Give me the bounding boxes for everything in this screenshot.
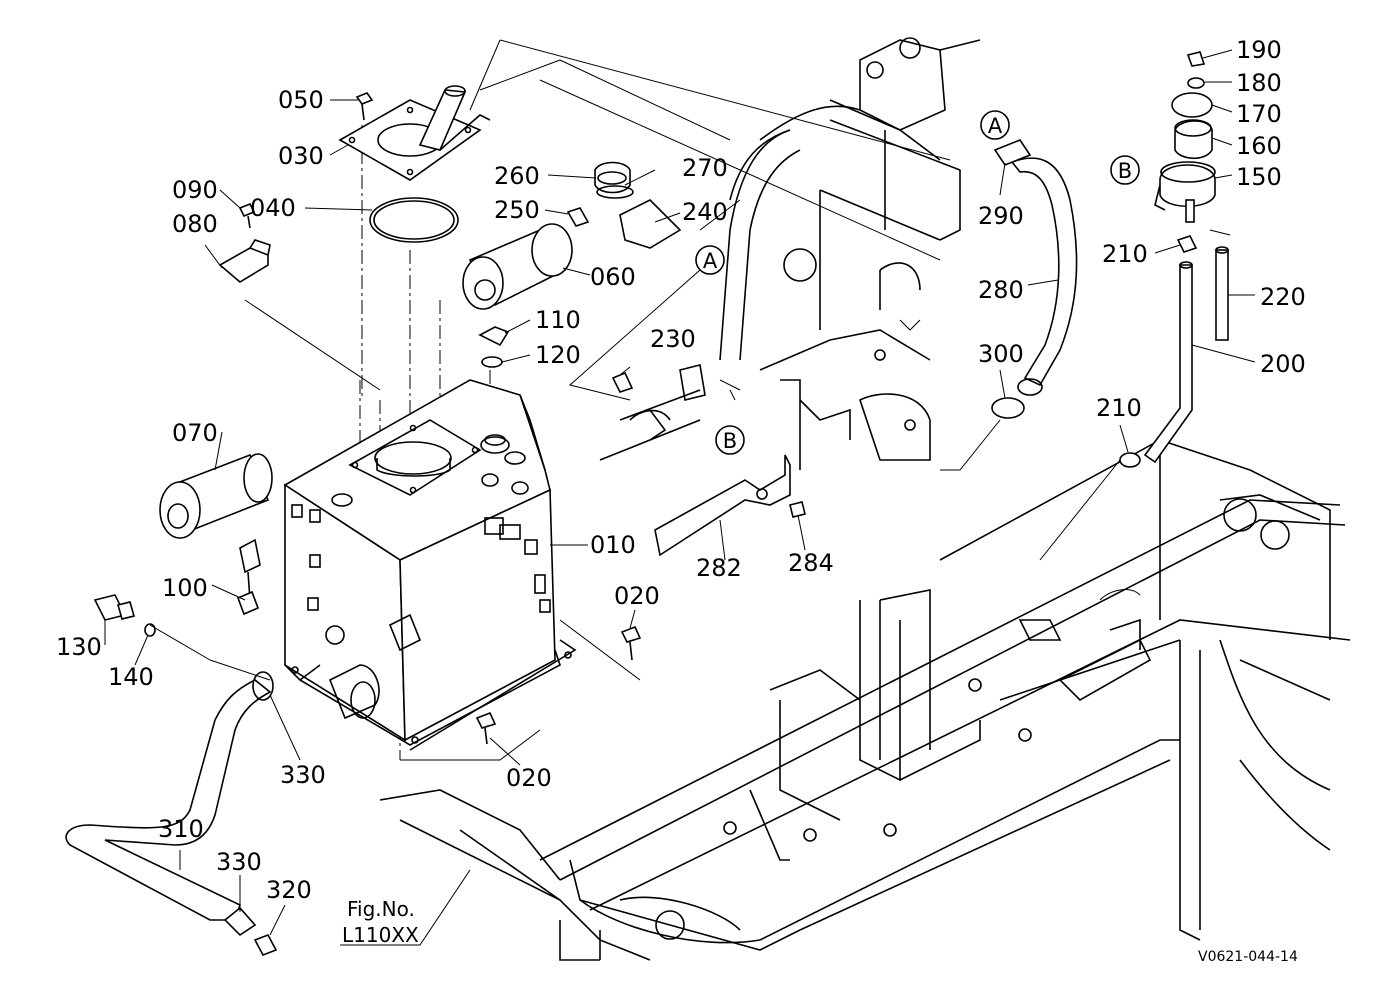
hose-310 <box>65 671 278 957</box>
connector-b-right-label: B <box>1118 159 1132 183</box>
connector-a-right <box>980 110 1010 140</box>
callout-100: 100 <box>162 574 208 602</box>
bolt-020-b <box>475 711 497 745</box>
fig-number: L110XX <box>342 923 419 947</box>
callout-230: 230 <box>650 325 696 353</box>
callout-320: 320 <box>266 876 312 904</box>
callout-140: 140 <box>108 663 154 691</box>
callout-leaders <box>104 49 1256 936</box>
sensor-130 <box>93 594 135 621</box>
washer-180 <box>1187 77 1205 89</box>
bolt-050 <box>355 92 374 121</box>
connector-b-left-label: B <box>723 429 737 453</box>
clamp-300 <box>991 397 1025 419</box>
hose-200 <box>1143 261 1193 464</box>
callout-010: 010 <box>590 531 636 559</box>
callout-070: 070 <box>172 419 218 447</box>
fig-label: Fig.No. <box>347 897 415 921</box>
o-ring-040 <box>369 197 459 243</box>
callout-330-upper: 330 <box>280 761 326 789</box>
callout-110: 110 <box>535 306 581 334</box>
clamp-210-b <box>1119 452 1141 468</box>
callout-190: 190 <box>1236 36 1282 64</box>
callout-180: 180 <box>1236 69 1282 97</box>
callout-280: 280 <box>978 276 1024 304</box>
connector-a-right-label: A <box>988 114 1003 138</box>
callout-310: 310 <box>158 815 204 843</box>
bolt-230 <box>611 371 634 393</box>
callout-170: 170 <box>1236 100 1282 128</box>
callout-200: 200 <box>1260 350 1306 378</box>
connector-markers: A A B B <box>695 110 1140 455</box>
callout-290: 290 <box>978 202 1024 230</box>
callout-270: 270 <box>682 154 728 182</box>
callout-260: 260 <box>494 162 540 190</box>
filler-cover-030 <box>338 85 491 181</box>
callout-080: 080 <box>172 210 218 238</box>
pipe-100 <box>236 538 261 616</box>
bracket-080 <box>218 239 271 283</box>
washer-140 <box>144 623 156 637</box>
bracket-282 <box>654 454 791 557</box>
connector-b-right <box>1110 155 1140 185</box>
filter-070 <box>159 453 273 539</box>
callout-284: 284 <box>788 549 834 577</box>
clamp-290 <box>993 139 1032 166</box>
callout-240: 240 <box>682 198 728 226</box>
figure-reference: Fig.No. L110XX V0621-044-14 <box>340 869 1298 965</box>
callout-160: 160 <box>1236 132 1282 160</box>
hose-280 <box>1010 157 1078 396</box>
callout-020-upper: 020 <box>614 582 660 610</box>
callout-020-lower: 020 <box>506 764 552 792</box>
hydraulic-tank <box>283 379 577 751</box>
callout-090: 090 <box>172 176 218 204</box>
callout-050: 050 <box>278 86 324 114</box>
callout-130: 130 <box>56 633 102 661</box>
pipe-220 <box>1215 246 1229 341</box>
clamp-210-a <box>1176 235 1198 253</box>
connector-a-left <box>695 245 725 275</box>
callout-210-upper: 210 <box>1102 240 1148 268</box>
sensor-assembly-240 <box>566 161 682 249</box>
callout-030: 030 <box>278 142 324 170</box>
callout-330-lower: 330 <box>216 848 262 876</box>
drawing-code: V0621-044-14 <box>1198 949 1298 965</box>
bolt-020-a <box>620 625 642 661</box>
callout-060: 060 <box>590 263 636 291</box>
callout-120: 120 <box>535 341 581 369</box>
o-ring-120 <box>481 356 503 368</box>
bolt-284 <box>789 501 806 518</box>
reservoir-150 <box>1154 161 1216 223</box>
cap-170 <box>1171 92 1213 118</box>
cap-160 <box>1174 119 1213 160</box>
bolt-190 <box>1186 51 1206 67</box>
bolt-090 <box>238 202 256 229</box>
callout-150: 150 <box>1236 163 1282 191</box>
filter-060 <box>462 223 573 310</box>
tractor-frame <box>379 37 1351 961</box>
callout-282: 282 <box>696 554 742 582</box>
adapter-110 <box>478 326 510 347</box>
callout-250: 250 <box>494 196 540 224</box>
callout-300: 300 <box>978 340 1024 368</box>
callout-040: 040 <box>250 194 296 222</box>
callout-210-lower: 210 <box>1096 394 1142 422</box>
connector-b-left <box>715 425 745 455</box>
callout-labels: 050 030 090 080 040 260 270 250 240 060 … <box>56 36 1306 904</box>
connector-a-left-label: A <box>703 249 718 273</box>
callout-220: 220 <box>1260 283 1306 311</box>
